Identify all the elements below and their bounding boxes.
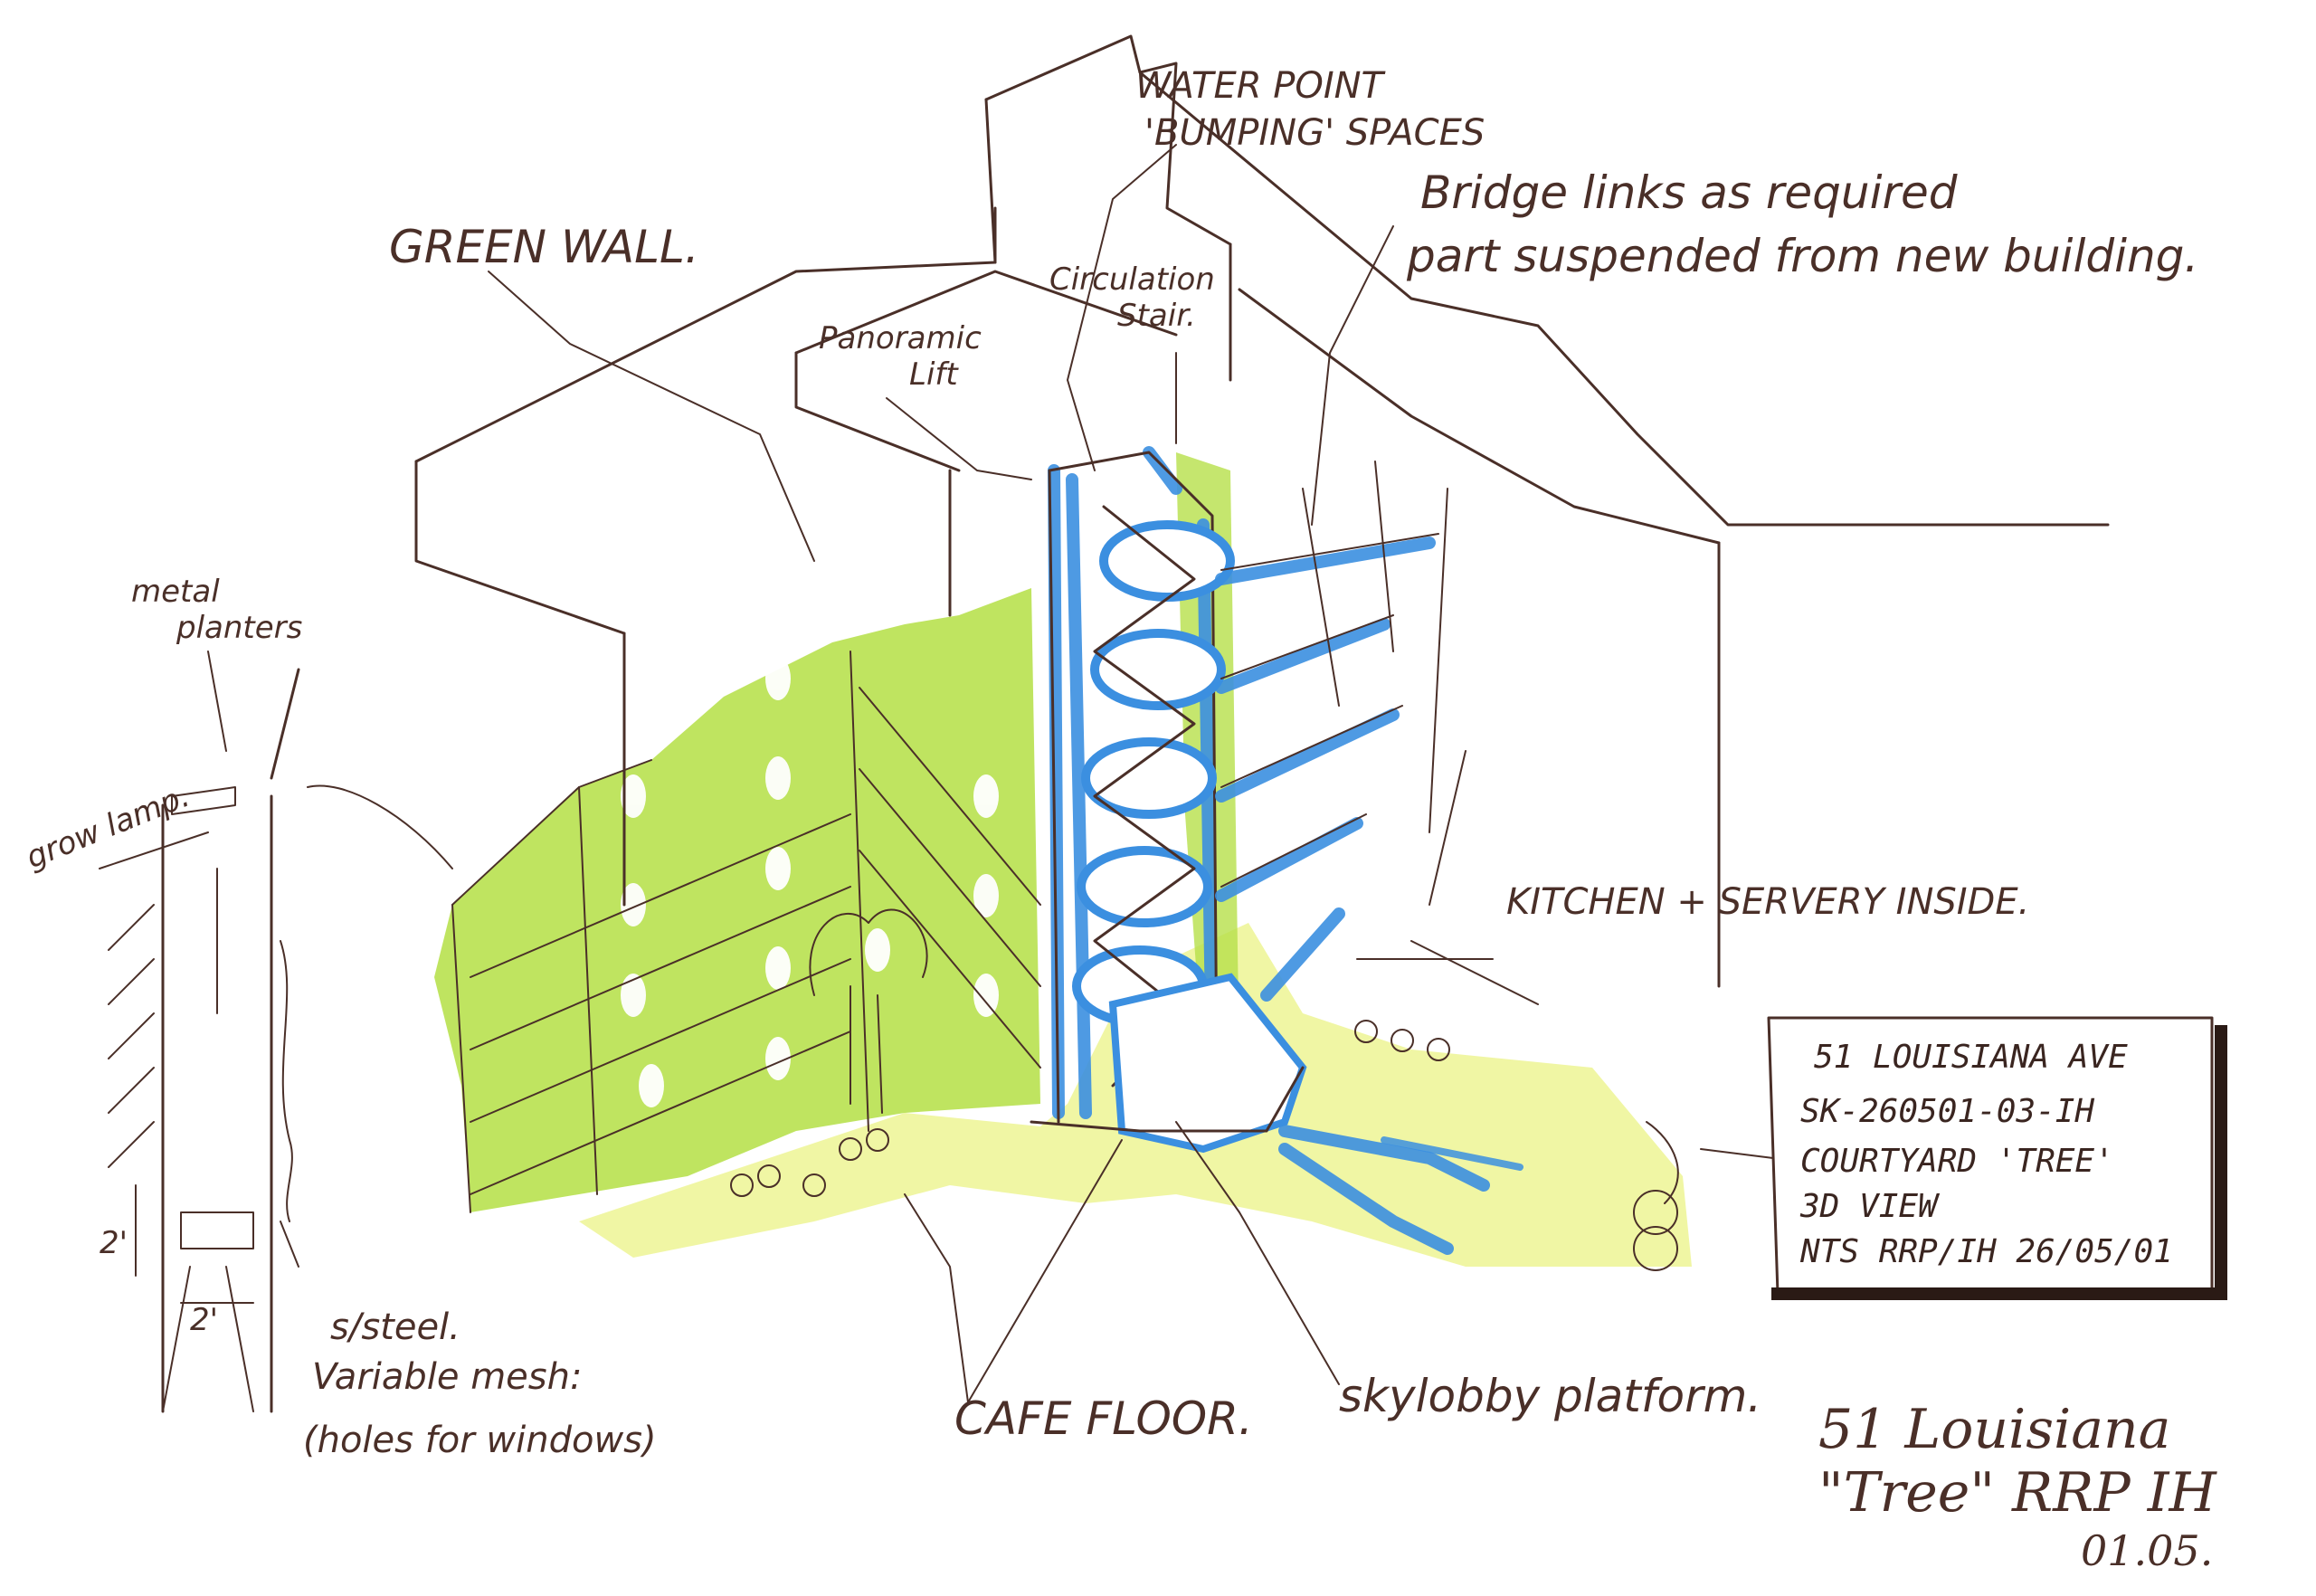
label-planters: planters	[176, 610, 302, 646]
bridge-links	[1215, 461, 1539, 1255]
title-sheet-number: SK-260501-03-IH	[1800, 1093, 2094, 1130]
label-bridge-links: Bridge links as required	[1420, 166, 1958, 219]
green-wall-wash	[434, 588, 1040, 1212]
signature-line-2: "Tree" RRP IH	[1818, 1461, 2217, 1525]
label-bridge-suspended: part suspended from new building.	[1406, 230, 2198, 282]
building-outlines	[414, 34, 2110, 988]
label-kitchen-servery: KITCHEN + SERVERY INSIDE.	[1506, 881, 2029, 923]
label-lift: Lift	[909, 356, 959, 393]
label-bumping-spaces: 'BUMPING' SPACES	[1144, 112, 1485, 154]
label-panoramic: Panoramic	[819, 320, 982, 356]
label-green-wall: GREEN WALL.	[389, 221, 699, 273]
label-circulation: Circulation	[1049, 261, 1215, 298]
label-dim-height: 2'	[100, 1225, 128, 1261]
label-water-point: WATER POINT	[1135, 65, 1387, 107]
skylobby-pods	[1072, 520, 1235, 1027]
wall-section-detail	[108, 668, 300, 1413]
label-metal: metal	[131, 574, 220, 610]
title-block	[1767, 1016, 2227, 1300]
tree-tower	[1030, 446, 1307, 1154]
signature-block: 51 Louisiana "Tree" RRP IH 01.05.	[1818, 1398, 2217, 1575]
title-scale-authors-date: NTS RRP/IH 26/05/01	[1799, 1233, 2173, 1270]
label-skylobby-platform: skylobby platform.	[1339, 1370, 1761, 1422]
green-wall-linework	[451, 651, 1041, 1213]
green-wall-openings	[621, 657, 999, 1107]
title-address: 51 LOUISIANA AVE	[1814, 1039, 2128, 1076]
label-grow-lamp: grow lamp.	[21, 778, 195, 877]
signature-line-3: 01.05.	[2081, 1526, 2213, 1575]
label-dim-width: 2'	[190, 1302, 218, 1338]
floor-figures	[730, 908, 1679, 1271]
label-variable-mesh: Variable mesh:	[312, 1356, 582, 1398]
leader-lines	[99, 144, 1774, 1403]
label-holes-windows: (holes for windows)	[303, 1420, 657, 1461]
title-block-text: 51 LOUISIANA AVE SK-260501-03-IH COURTYA…	[1799, 1039, 2173, 1270]
title-view-type: 3D VIEW	[1799, 1188, 1941, 1225]
label-stair: Stair.	[1117, 298, 1196, 334]
annotations: WATER POINT 'BUMPING' SPACES GREEN WALL.…	[21, 65, 2198, 1461]
skylobby-base	[1108, 973, 1307, 1154]
signature-line-1: 51 Louisiana	[1818, 1398, 2170, 1461]
title-drawing-name: COURTYARD 'TREE'	[1800, 1143, 2114, 1180]
label-cafe-floor: CAFE FLOOR.	[954, 1392, 1253, 1445]
label-steel: s/steel.	[330, 1306, 460, 1348]
